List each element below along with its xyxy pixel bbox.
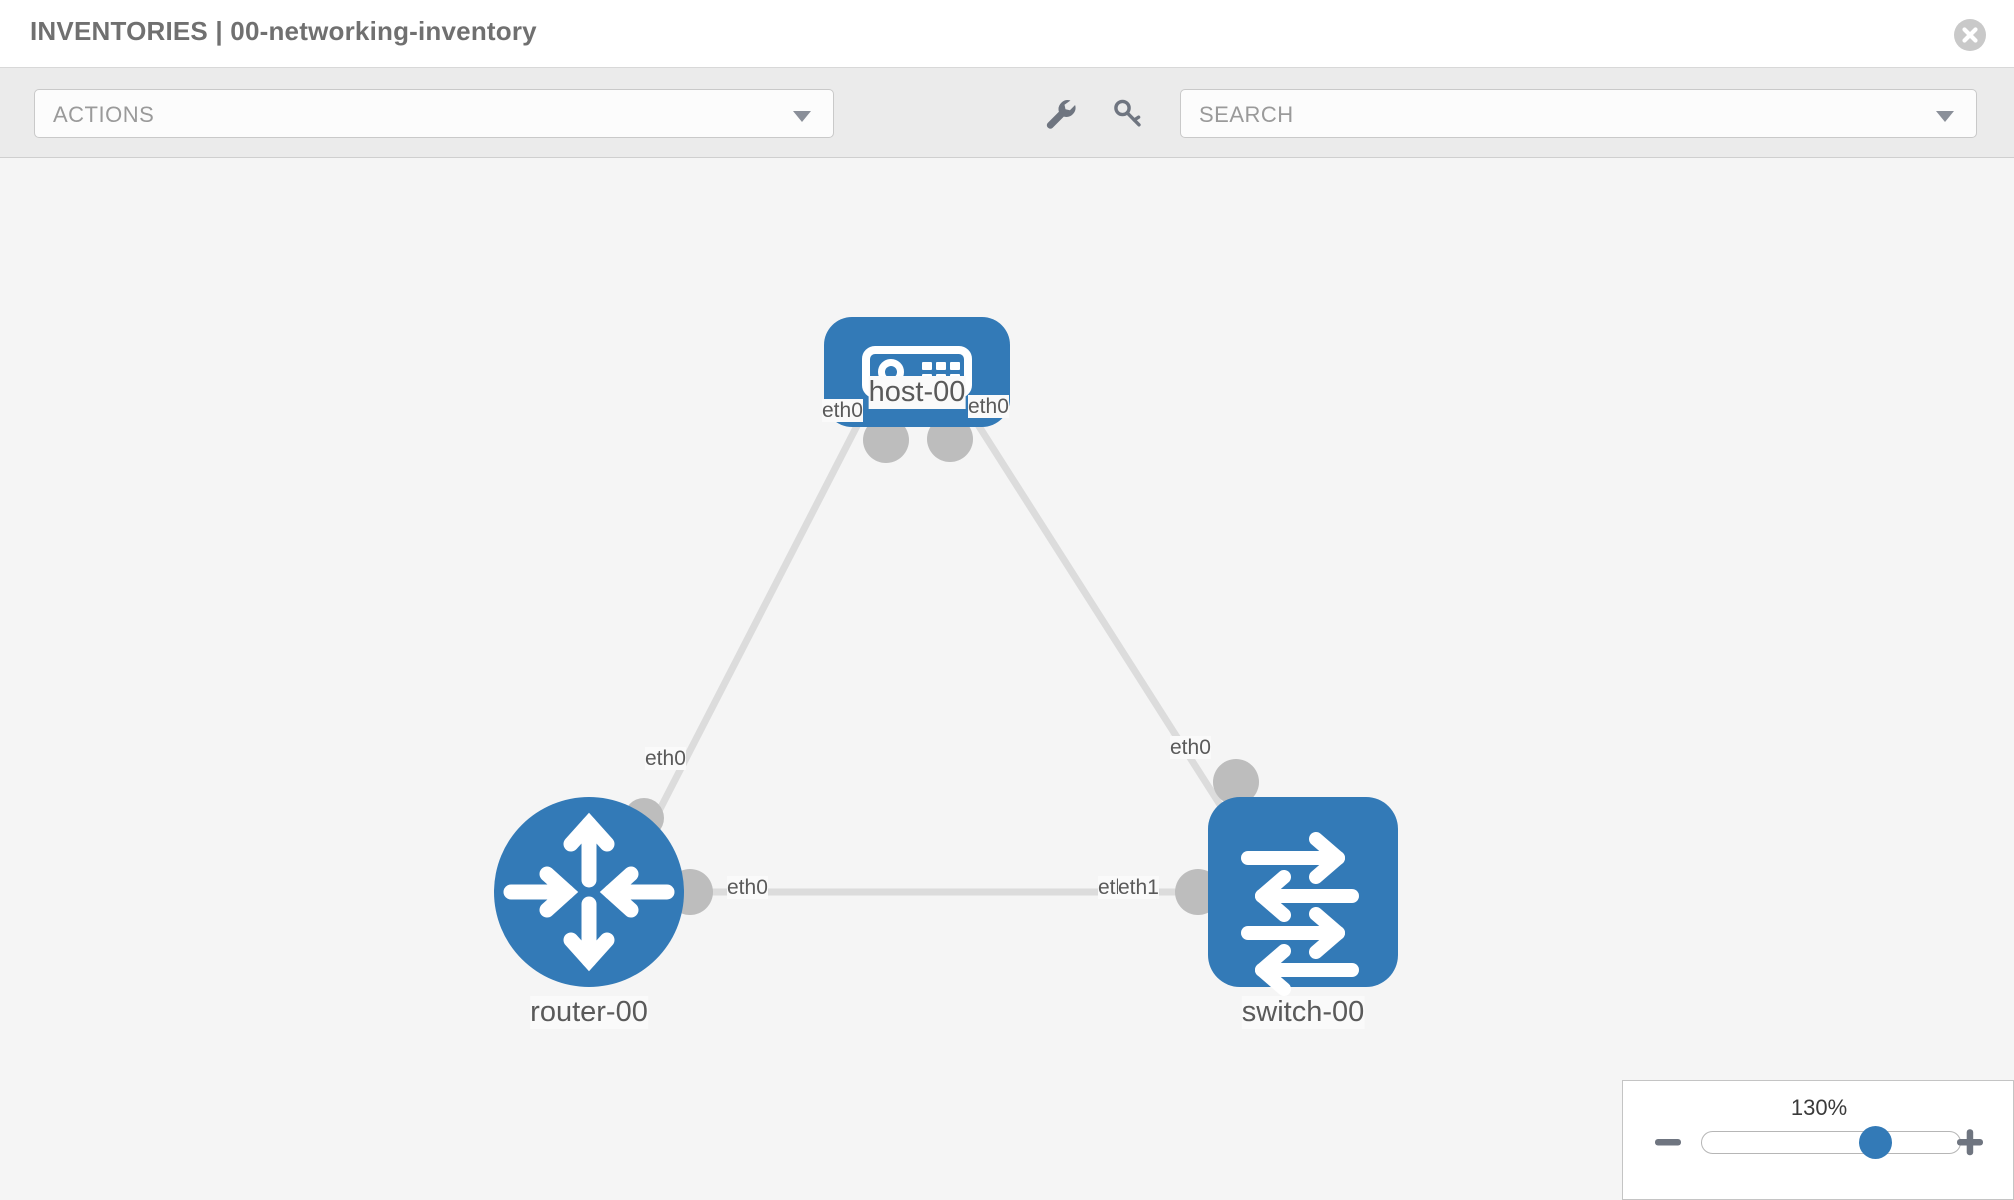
- iface-label: eth0: [645, 747, 686, 771]
- page-header: INVENTORIES | 00-networking-inventory: [0, 0, 2014, 68]
- topology-links: [636, 418, 1248, 896]
- page-title: INVENTORIES | 00-networking-inventory: [30, 16, 537, 46]
- wrench-icon[interactable]: [1043, 96, 1079, 132]
- zoom-level-value: 130%: [1790, 1095, 1848, 1120]
- iface-label: eth0: [822, 399, 863, 423]
- close-icon[interactable]: [1953, 18, 1987, 52]
- node-label-host-00: host-00: [868, 376, 966, 409]
- zoom-slider-handle[interactable]: [1859, 1126, 1892, 1159]
- node-label-router-00: router-00: [530, 996, 648, 1029]
- node-switch-00[interactable]: [1208, 797, 1398, 996]
- topology-graph: [494, 317, 1398, 996]
- link-connectors: [624, 416, 1259, 915]
- minus-icon[interactable]: [1651, 1125, 1685, 1159]
- plus-icon[interactable]: [1953, 1125, 1987, 1159]
- actions-dropdown-label: ACTIONS: [53, 102, 155, 127]
- link-host00-switch00: [972, 418, 1248, 846]
- link-host00-router00: [636, 418, 864, 850]
- toolbar: ACTIONS SEARCH: [0, 68, 2014, 158]
- iface-label: eth1: [1118, 876, 1159, 900]
- connector-host00-left: [863, 417, 909, 463]
- node-router-00[interactable]: [494, 797, 684, 987]
- zoom-control-panel: 130%: [1622, 1080, 2014, 1200]
- chevron-down-icon: [793, 111, 811, 122]
- search-input[interactable]: SEARCH: [1180, 89, 1977, 138]
- node-label-switch-00: switch-00: [1241, 996, 1365, 1029]
- iface-label: eth0: [727, 876, 768, 900]
- iface-label: eth0: [968, 395, 1009, 419]
- topology-canvas[interactable]: host-00 router-00 switch-00 eth0 eth0 et…: [0, 158, 2014, 1200]
- iface-label: eth0: [1170, 736, 1211, 760]
- key-icon[interactable]: [1110, 96, 1146, 132]
- connector-host00-right: [927, 416, 973, 462]
- actions-dropdown[interactable]: ACTIONS: [34, 89, 834, 138]
- zoom-slider-track[interactable]: [1701, 1131, 1961, 1154]
- search-placeholder: SEARCH: [1199, 102, 1294, 127]
- chevron-down-icon[interactable]: [1936, 111, 1954, 122]
- connector-switch00-up: [1213, 759, 1259, 805]
